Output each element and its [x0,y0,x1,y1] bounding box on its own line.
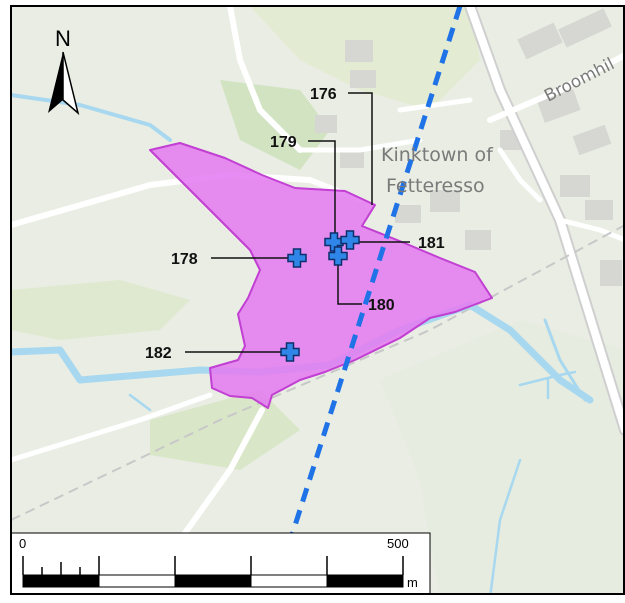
dashed-boundary-line [270,6,463,594]
green-area [380,320,624,594]
scalebar-end-label: 500 [387,536,409,551]
place-name-line2: Fetteresso [386,175,485,197]
marker-176[interactable] [0,0,10,10]
buildings [315,8,622,286]
site-polygon [149,142,493,409]
marker-180[interactable] [328,246,348,266]
point-label-178: 178 [171,251,198,268]
green-area [11,280,190,340]
leader-lines [185,92,410,353]
point-label-180: 180 [368,297,395,314]
marker-178[interactable] [287,248,307,268]
scalebar-start-label: 0 [19,536,26,551]
point-label-181: 181 [418,235,445,252]
marker-182[interactable] [280,342,300,362]
point-label-182: 182 [145,345,172,362]
marker-181[interactable] [340,230,360,250]
place-name-line1: Kinktown of [381,144,494,166]
point-label-176: 176 [310,86,337,103]
scalebar: 0 500 m [10,532,431,595]
point-label-179: 179 [270,134,297,151]
railway-line [11,224,624,521]
north-arrow: N [48,26,80,116]
north-arrow-icon [48,52,63,113]
scalebar-unit-label: m [407,575,418,590]
point-markers [0,0,360,362]
map-border [10,5,625,595]
north-arrow-label: N [55,26,71,51]
